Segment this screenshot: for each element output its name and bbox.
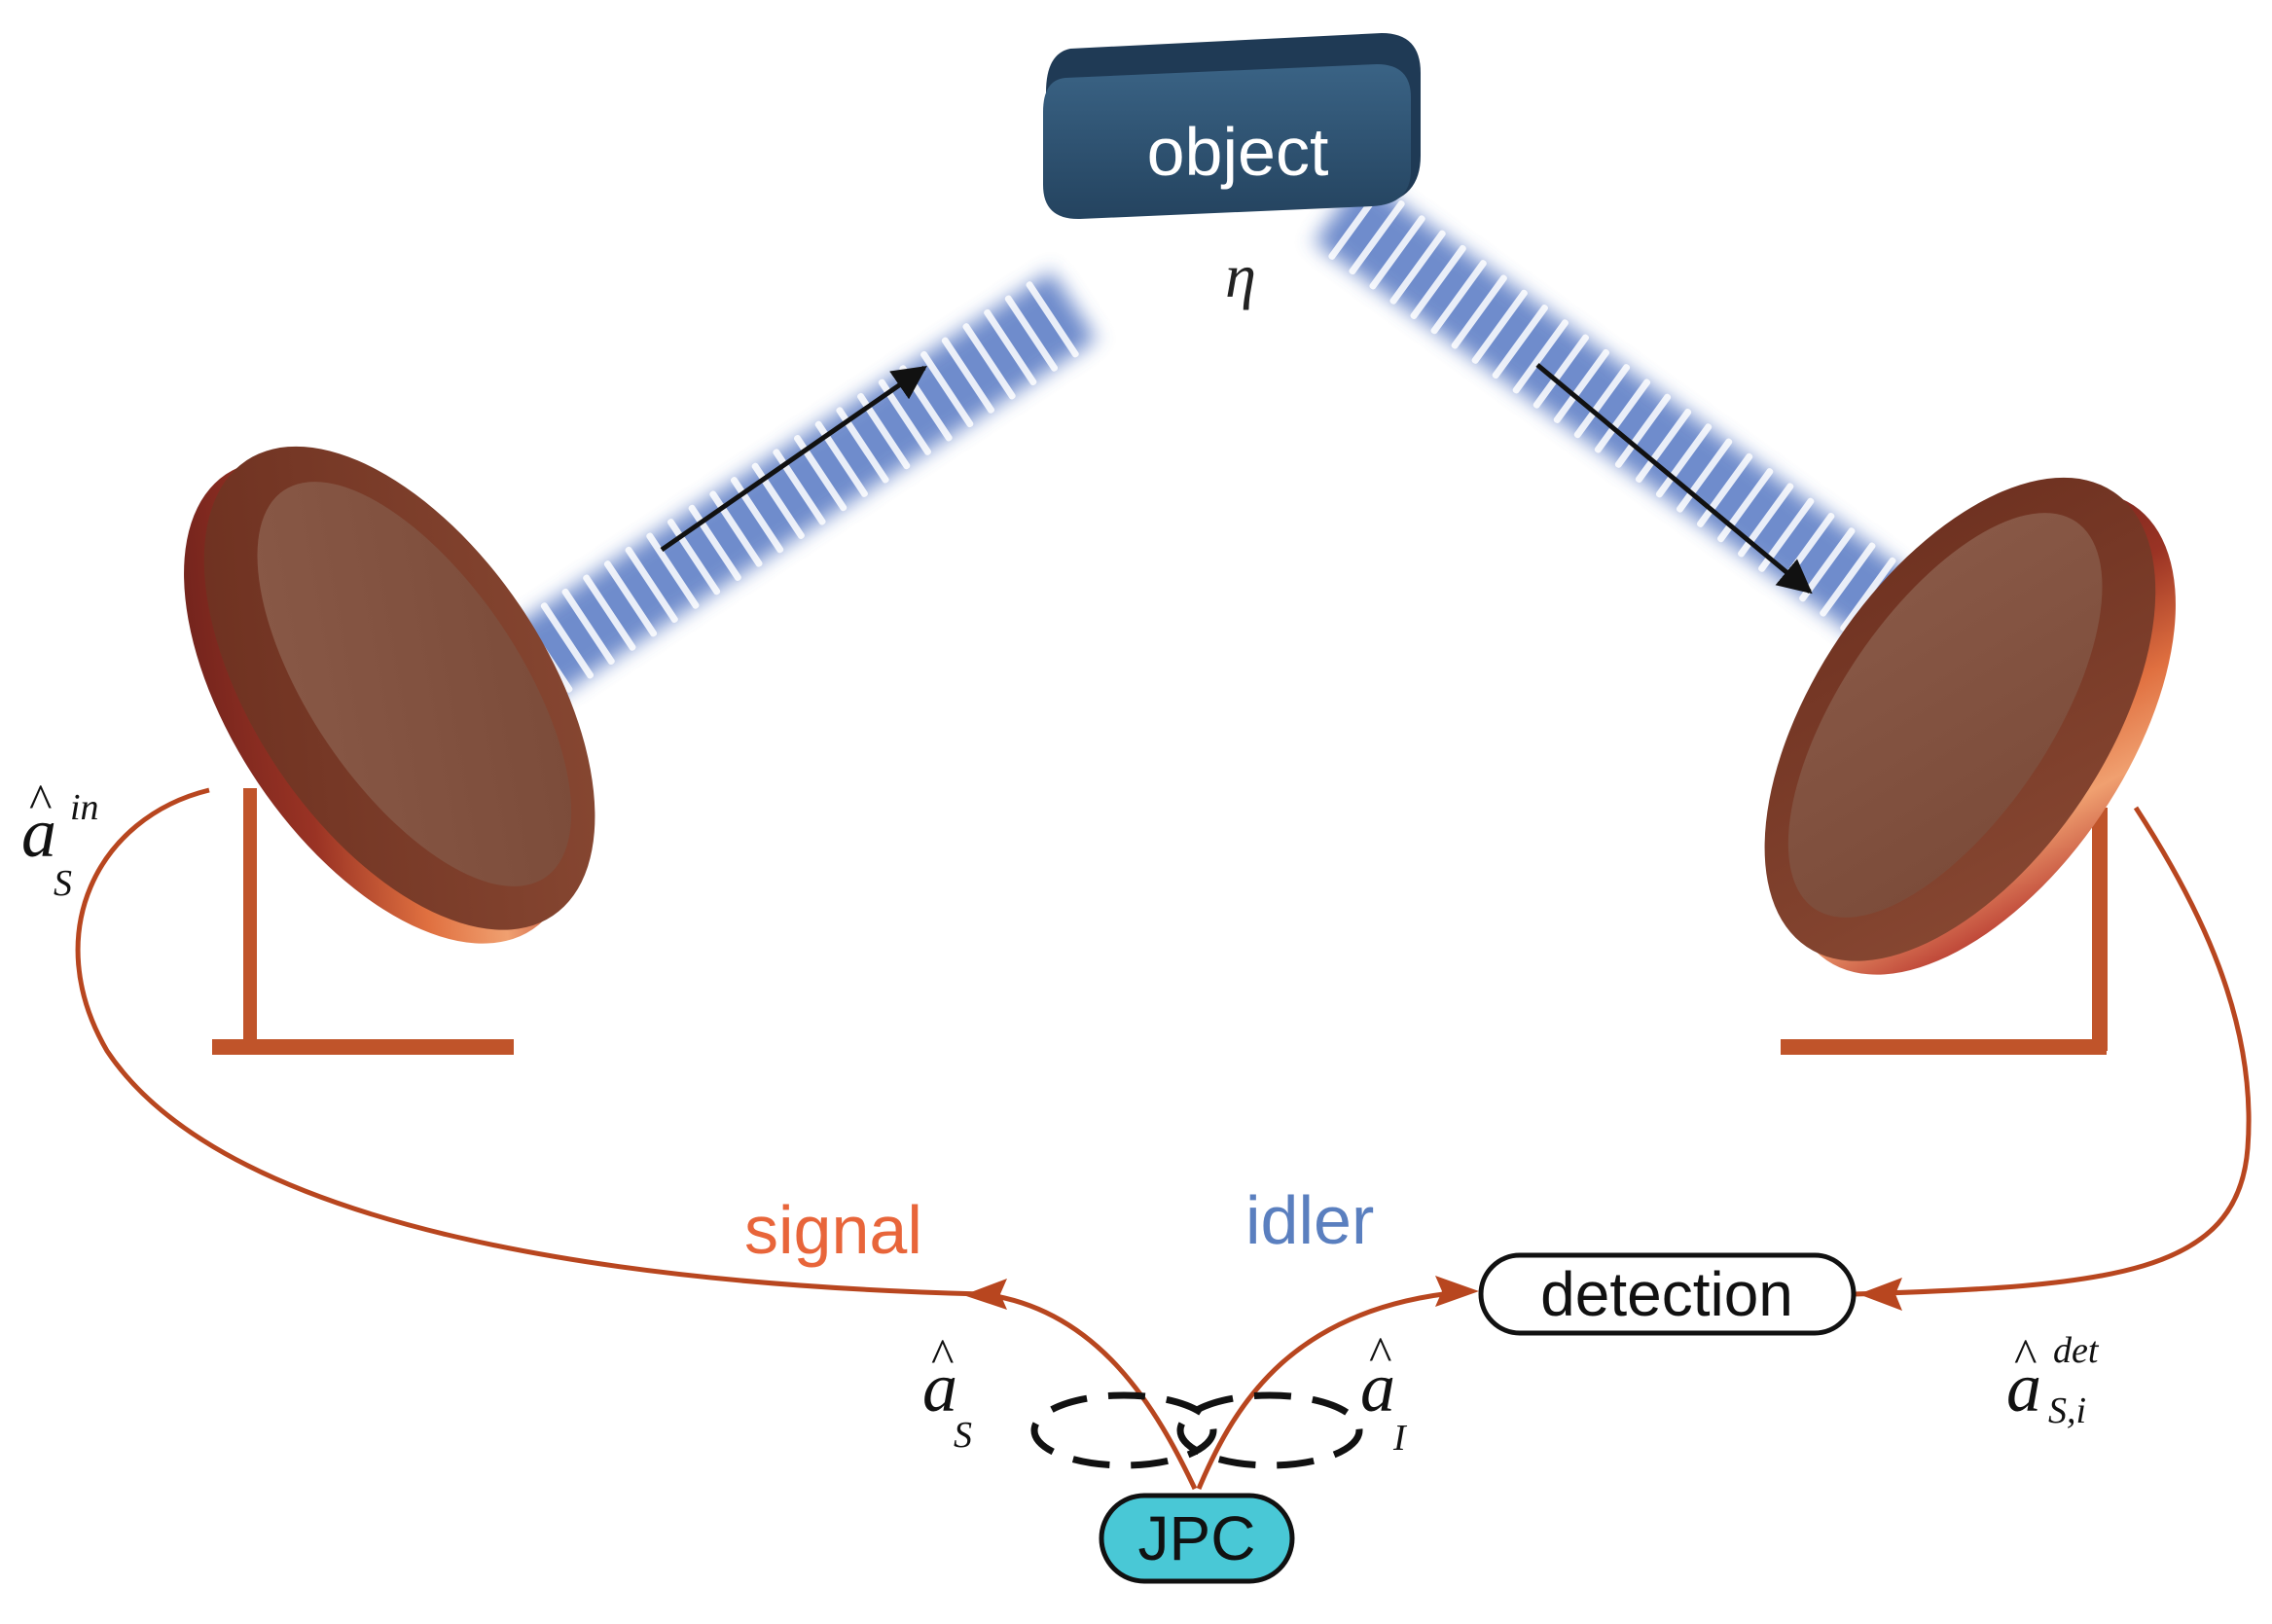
wavefront-stripe xyxy=(1430,260,1487,335)
wavefront-stripe xyxy=(857,392,911,470)
wavefront-stripe xyxy=(1799,527,1856,602)
wavefront-stripe xyxy=(1349,200,1405,275)
object-label: object xyxy=(1147,114,1329,190)
wavefront-stripe xyxy=(540,602,595,679)
svg-text:a: a xyxy=(2006,1349,2041,1426)
svg-text:^: ^ xyxy=(1369,1326,1391,1381)
return-cable xyxy=(1853,806,2252,1297)
object-block: object xyxy=(1043,33,1421,220)
idler-label: idler xyxy=(1245,1182,1374,1258)
cable-jpc-idler xyxy=(1196,1289,1461,1490)
beam-arrow-up xyxy=(660,365,927,553)
beam-right xyxy=(1314,176,1913,643)
wavefront-stripe xyxy=(1369,215,1425,290)
operator-a-in: ^ a in S xyxy=(21,774,99,904)
wavefront-stripe xyxy=(814,420,868,497)
svg-text:a: a xyxy=(922,1349,957,1426)
svg-text:I: I xyxy=(1392,1418,1408,1459)
wavefront-stripe xyxy=(1840,557,1896,632)
beam-arrow-down xyxy=(1535,363,1813,595)
wavefront-stripe xyxy=(1512,319,1569,394)
wavefront-stripe xyxy=(1451,274,1507,349)
svg-text:a: a xyxy=(1360,1349,1395,1426)
jpc-label: JPC xyxy=(1138,1503,1256,1573)
wavefront-stripe xyxy=(836,407,889,484)
wavefront-stripe xyxy=(1738,483,1794,558)
wavefront-stripe xyxy=(646,532,700,609)
wavefront-stripe xyxy=(1492,304,1548,379)
entanglement-ovals xyxy=(1030,1391,1363,1469)
svg-text:^: ^ xyxy=(931,1328,954,1383)
beam-left xyxy=(483,271,1097,716)
wavefront-stripe xyxy=(1758,497,1815,572)
wavefront-stripe xyxy=(730,477,784,554)
wavefront-stripe xyxy=(1471,289,1528,364)
wavefront-stripe xyxy=(962,323,1016,400)
wavefront-stripe xyxy=(1573,364,1631,439)
wavefront-stripe xyxy=(984,308,1037,386)
wavefront-stripe xyxy=(751,462,805,539)
svg-text:^: ^ xyxy=(2014,1328,2037,1383)
detection-box: detection xyxy=(1478,1252,1857,1336)
wavefront-stripe xyxy=(1594,379,1651,453)
signal-label: signal xyxy=(744,1192,922,1268)
mirror-left xyxy=(184,446,595,944)
wavefront-stripe xyxy=(1004,295,1059,372)
svg-text:S: S xyxy=(54,863,72,904)
jpc-box: JPC xyxy=(1099,1493,1295,1584)
wavefront-stripe xyxy=(1026,281,1079,358)
cable-jpc-signal xyxy=(982,1291,1198,1491)
operator-a-det: ^ a det S,i xyxy=(2006,1328,2100,1431)
wavefront-stripe xyxy=(920,350,974,428)
wavefront-stripe xyxy=(1553,348,1610,424)
wavefront-stripe xyxy=(625,546,678,624)
arrow-idler xyxy=(1435,1276,1479,1307)
wavefront-stripe xyxy=(561,588,615,666)
wavefront-stripe xyxy=(1820,542,1876,617)
svg-text:det: det xyxy=(2053,1330,2100,1371)
wavefront-stripe xyxy=(603,560,658,637)
wavefront-stripe xyxy=(1635,408,1692,484)
mirror-right xyxy=(1764,477,2176,975)
arrow-return xyxy=(1858,1278,1902,1311)
wavefront-stripe xyxy=(583,574,636,651)
detection-label: detection xyxy=(1540,1259,1793,1329)
svg-text:S,i: S,i xyxy=(2048,1390,2086,1431)
operator-a-i: ^ a I xyxy=(1360,1326,1408,1459)
signal-cable xyxy=(75,787,984,1297)
wavefront-stripe xyxy=(1410,244,1466,320)
eta-label: η xyxy=(1225,241,1256,310)
svg-text:S: S xyxy=(954,1415,972,1456)
wavefront-stripe xyxy=(793,434,847,512)
wavefront-stripe xyxy=(1655,423,1713,498)
mirror-stand-left xyxy=(212,788,514,1055)
svg-text:in: in xyxy=(70,787,99,828)
wavefront-stripe xyxy=(1533,334,1590,409)
operator-a-s: ^ a S xyxy=(922,1328,972,1456)
svg-text:a: a xyxy=(21,794,56,872)
wavefront-stripe xyxy=(1389,230,1446,305)
wavefront-stripe xyxy=(941,337,995,414)
svg-text:^: ^ xyxy=(29,774,52,828)
mirror-stand-right xyxy=(1781,808,2108,1055)
wavefront-stripe xyxy=(1614,393,1672,468)
wavefront-stripe xyxy=(773,449,826,525)
arrow-signal xyxy=(963,1279,1007,1310)
